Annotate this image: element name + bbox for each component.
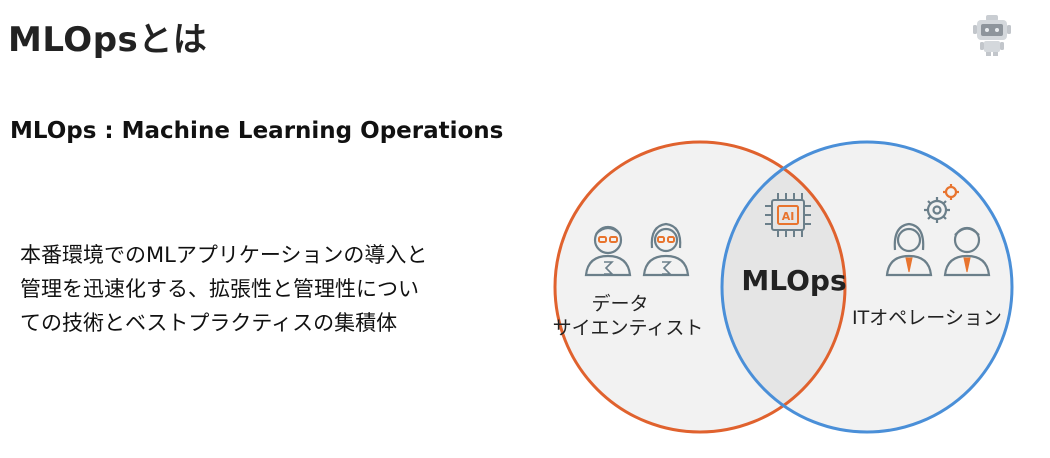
- robot-icon: [973, 15, 1011, 56]
- subtitle: MLOps : Machine Learning Operations: [10, 118, 504, 144]
- description-line: ての技術とベストプラクティスの集積体: [20, 311, 398, 335]
- mlops-center-label: MLOps: [741, 264, 847, 297]
- it-operators-icon: [885, 184, 991, 277]
- page-title: MLOpsとは: [8, 20, 208, 60]
- it-operations-label: ITオペレーション: [852, 307, 1002, 329]
- description-line: 管理を迅速化する、拡張性と管理性につい: [20, 277, 419, 301]
- data-scientist-label-line1: データ: [591, 293, 649, 315]
- data-scientists-icon: [584, 222, 690, 277]
- overlap-region: [722, 142, 845, 432]
- description: 本番環境でのMLアプリケーションの導入と 管理を迅速化する、拡張性と管理性につい…: [20, 238, 540, 340]
- data-scientist-label-line2: サイエンティスト: [552, 317, 704, 339]
- description-line: 本番環境でのMLアプリケーションの導入と: [20, 243, 428, 267]
- ai-chip-icon: [765, 193, 811, 237]
- ai-chip-label: AI: [782, 210, 795, 223]
